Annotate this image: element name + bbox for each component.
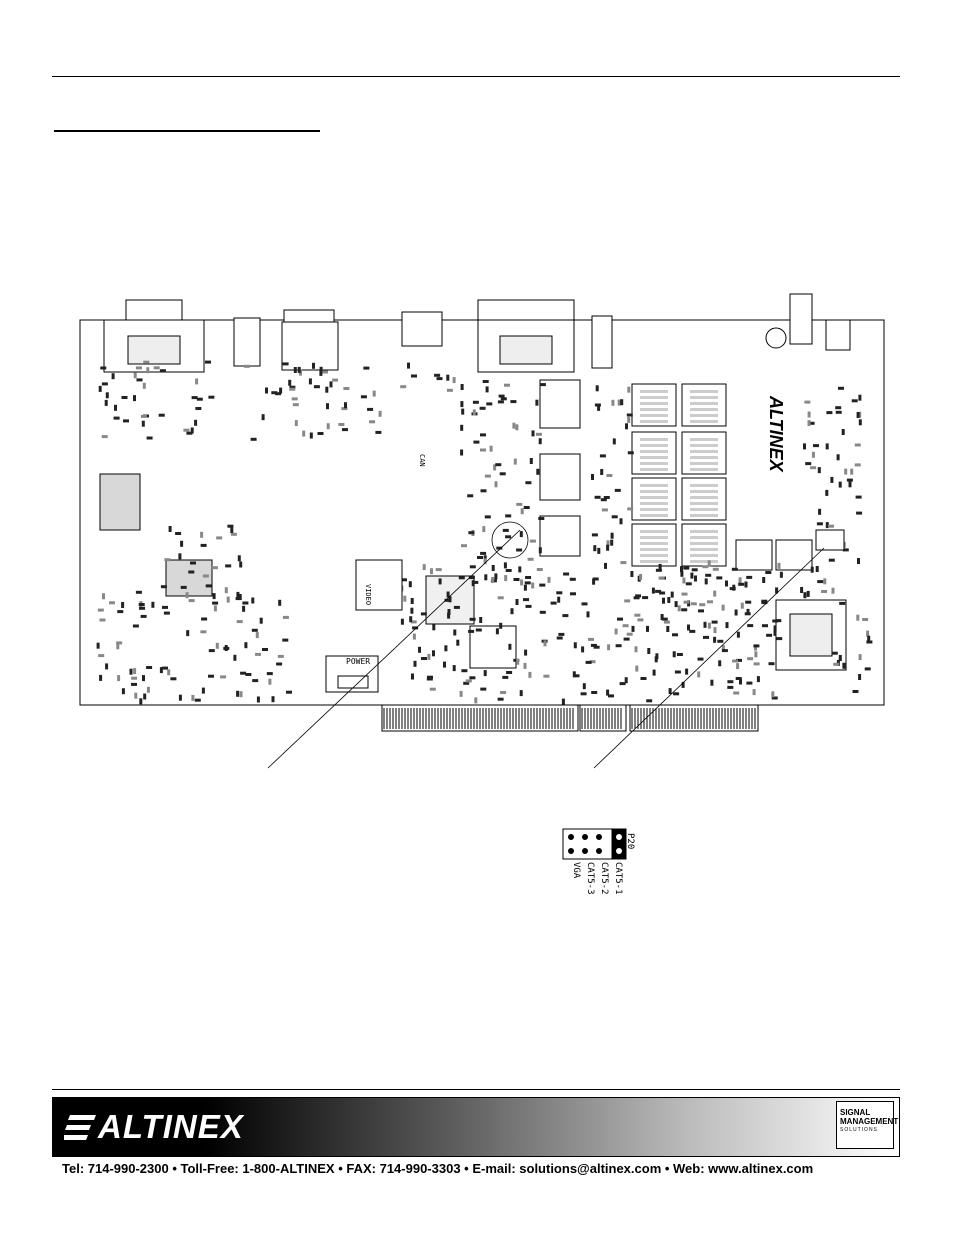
jumper-row-4: VGA xyxy=(571,862,581,879)
jumper-ref: P20 xyxy=(625,833,635,849)
altinex-logo-mark-icon xyxy=(64,1115,96,1140)
header-rule xyxy=(52,76,900,77)
badge-line-1: SIGNAL xyxy=(840,1108,871,1117)
section-title-underline xyxy=(54,130,320,132)
jumper-row-1: CAT5-1 xyxy=(613,862,623,895)
svg-text:ALTINEX: ALTINEX xyxy=(766,395,786,473)
jumper-row-3: CAT5-3 xyxy=(585,862,595,895)
circuit-board-diagram: POWER VIDEO CAN ALTINEX xyxy=(79,293,885,769)
badge-line-2: MANAGEMENT xyxy=(840,1117,899,1126)
can-label: CAN xyxy=(418,454,426,467)
altinex-logo: ALTINEX xyxy=(64,1108,244,1146)
jumper-row-2: CAT5-2 xyxy=(599,862,609,895)
logo-text: ALTINEX xyxy=(98,1108,244,1145)
signal-management-badge: SIGNAL MANAGEMENT SOLUTIONS xyxy=(836,1101,899,1149)
power-label: POWER xyxy=(346,657,370,666)
footer-rule xyxy=(52,1089,900,1090)
footer-banner xyxy=(52,1097,900,1157)
contact-line: Tel: 714-990-2300 • Toll-Free: 1-800-ALT… xyxy=(62,1161,814,1176)
badge-line-3: SOLUTIONS xyxy=(840,1127,878,1133)
video-label: VIDEO xyxy=(364,584,372,605)
